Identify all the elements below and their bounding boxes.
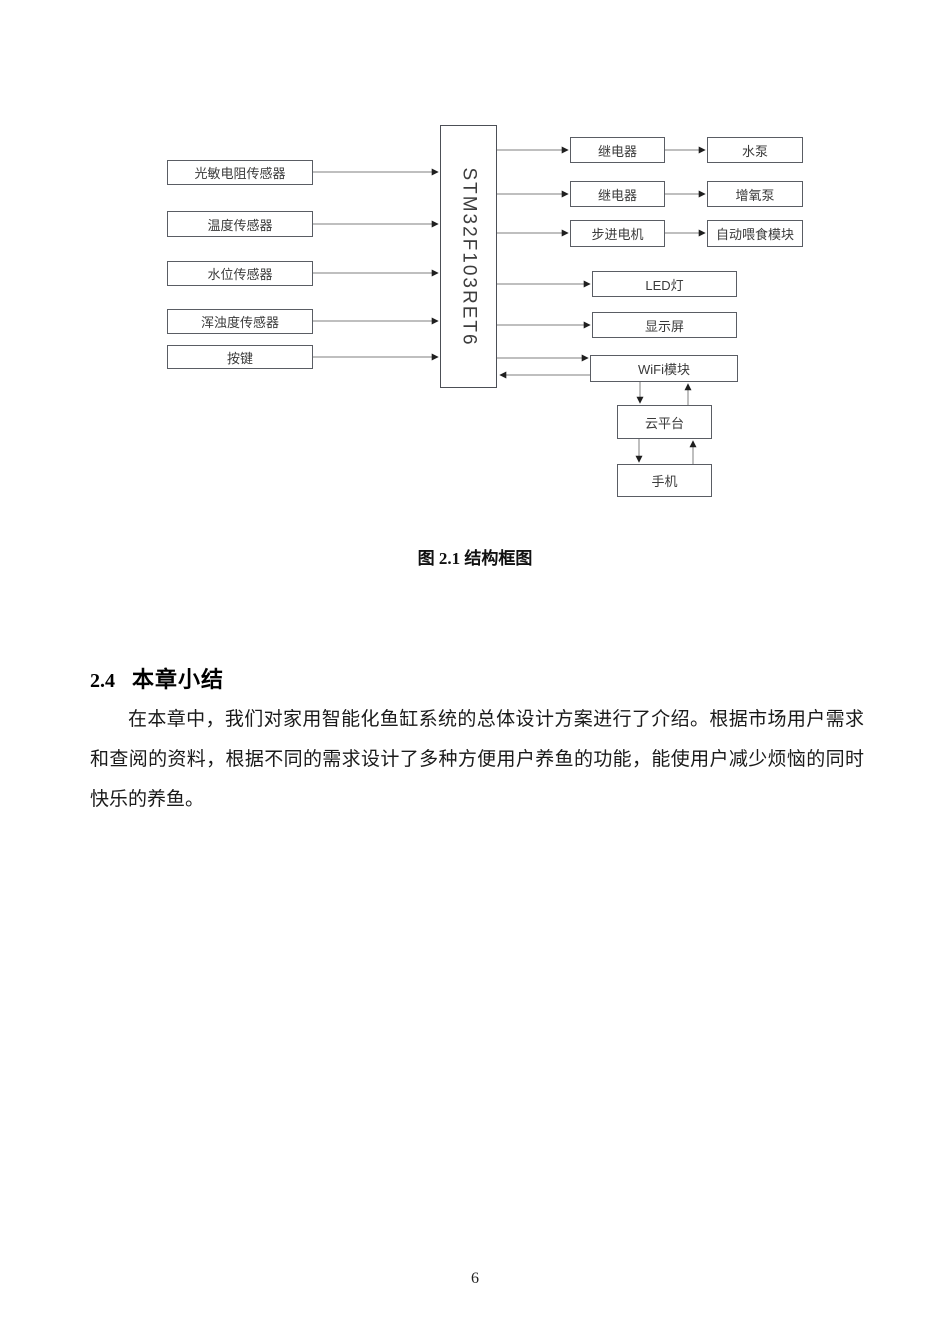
diagram-box-led: LED灯	[592, 271, 737, 297]
diagram-box-display: 显示屏	[592, 312, 737, 338]
figure-caption: 图 2.1 结构框图	[417, 549, 533, 568]
diagram-box-cloud: 云平台	[617, 405, 712, 439]
diagram-box-oxygen-pump: 增氧泵	[707, 181, 803, 207]
diagram-box-relay-1: 继电器	[570, 137, 665, 163]
box-label: 水泵	[741, 143, 768, 159]
box-label: 继电器	[597, 187, 637, 203]
connector-arrows	[313, 146, 706, 464]
section-number: 2.4	[90, 670, 115, 692]
diagram-box-light-sensor: 光敏电阻传感器	[167, 160, 313, 185]
box-label: 步进电机	[591, 227, 644, 242]
body-paragraph: 在本章中，我们对家用智能化鱼缸系统的总体设计方案进行了介绍。根据市场用户需求和查…	[90, 709, 864, 810]
box-label: 增氧泵	[735, 187, 775, 203]
box-label: 自动喂食模块	[715, 227, 794, 242]
diagram-box-water-pump: 水泵	[707, 137, 803, 163]
diagram-box-stepper-motor: 步进电机	[570, 220, 665, 247]
mcu-label: STM32F103RET6	[458, 166, 480, 347]
figure-block-diagram: 光敏电阻传感器 温度传感器 水位传感器 浑浊度传感器 按键 STM32F103R…	[0, 0, 950, 520]
box-label: WiFi模块	[638, 362, 690, 377]
box-label: 浑浊度传感器	[200, 315, 279, 330]
diagram-box-turbidity-sensor: 浑浊度传感器	[167, 309, 313, 334]
box-label: LED灯	[645, 277, 684, 293]
diagram-box-keys: 按键	[167, 345, 313, 369]
box-label: 水位传感器	[207, 267, 273, 282]
page-number: 6	[471, 1270, 479, 1287]
diagram-box-phone: 手机	[617, 464, 712, 497]
section-heading: 2.4 本章小结	[90, 662, 862, 694]
section-title: 本章小结	[132, 667, 225, 692]
box-label: 手机	[651, 474, 678, 489]
box-label: 显示屏	[644, 318, 684, 334]
diagram-box-water-level-sensor: 水位传感器	[167, 261, 313, 286]
box-label: 按键	[226, 350, 253, 366]
box-label: 光敏电阻传感器	[194, 166, 286, 181]
diagram-box-relay-2: 继电器	[570, 181, 665, 207]
box-label: 继电器	[597, 143, 637, 159]
box-label: 温度传感器	[207, 217, 273, 233]
box-label: 云平台	[644, 415, 684, 431]
diagram-box-mcu: STM32F103RET6	[440, 125, 497, 388]
diagram-box-auto-feeder: 自动喂食模块	[707, 220, 803, 247]
diagram-box-wifi: WiFi模块	[590, 355, 738, 382]
diagram-box-temperature-sensor: 温度传感器	[167, 211, 313, 237]
